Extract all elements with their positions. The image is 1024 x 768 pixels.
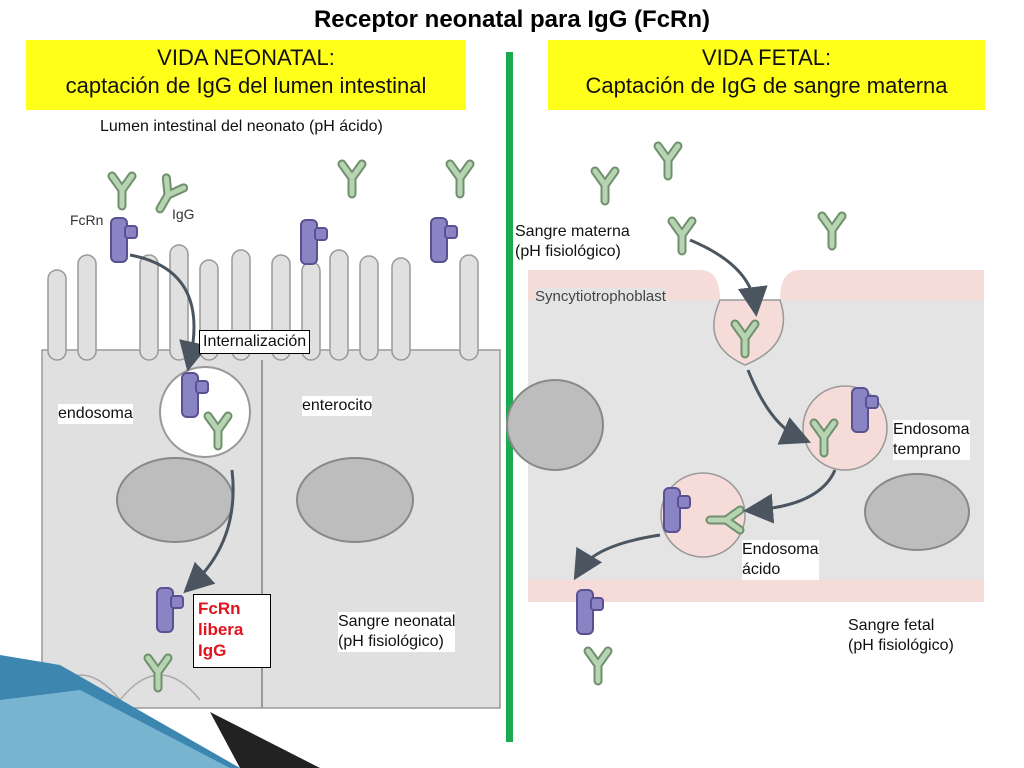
- neonatal-heading-line2: captación de IgG del lumen intestinal: [65, 73, 427, 98]
- nucleus: [116, 457, 234, 543]
- neonatal-blood-line1: Sangre neonatal: [338, 613, 456, 630]
- fetal-heading-line1: VIDA FETAL:: [701, 45, 832, 70]
- neonatal-blood-label: Sangre neonatal (pH fisiológico): [338, 612, 456, 652]
- maternal-blood-line1: Sangre materna: [515, 223, 630, 240]
- release-line2: libera: [198, 620, 244, 639]
- early-endosome-line2: temprano: [893, 441, 961, 458]
- release-line3: IgG: [198, 641, 227, 660]
- nucleus: [506, 379, 604, 471]
- fcrn-label: FcRn: [70, 212, 104, 228]
- acid-endosome-label: Endosoma ácido: [742, 540, 819, 580]
- page-title: Receptor neonatal para IgG (FcRn): [313, 6, 711, 33]
- fetal-heading: VIDA FETAL: Captación de IgG de sangre m…: [548, 40, 985, 110]
- fcrn-release-label: FcRn libera IgG: [193, 594, 271, 668]
- early-endosome-label: Endosoma temprano: [893, 420, 970, 460]
- panel-divider: [506, 52, 513, 742]
- early-endosome-line1: Endosoma: [893, 421, 970, 438]
- syncytiotrophoblast-label: Syncytiotrophoblast: [535, 288, 666, 305]
- release-line1: FcRn: [198, 599, 241, 618]
- igg-label: IgG: [172, 206, 195, 222]
- fetal-blood-label: Sangre fetal (pH fisiológico): [848, 616, 954, 656]
- lumen-label: Lumen intestinal del neonato (pH ácido): [100, 118, 383, 135]
- maternal-blood-label: Sangre materna (pH fisiológico): [515, 222, 630, 262]
- neonatal-heading: VIDA NEONATAL: captación de IgG del lume…: [26, 40, 466, 110]
- nucleus: [296, 457, 414, 543]
- fetal-blood-line2: (pH fisiológico): [848, 637, 954, 654]
- fetal-blood-line1: Sangre fetal: [848, 617, 935, 634]
- maternal-blood-line2: (pH fisiológico): [515, 243, 621, 260]
- acid-endosome-line1: Endosoma: [742, 541, 819, 558]
- acid-endosome-line2: ácido: [742, 561, 781, 578]
- enterocyte-label: enterocito: [302, 396, 373, 416]
- internalization-label: Internalización: [199, 330, 311, 354]
- fetal-heading-line2: Captación de IgG de sangre materna: [585, 73, 948, 98]
- neonatal-heading-line1: VIDA NEONATAL:: [157, 45, 335, 70]
- nucleus: [864, 473, 970, 551]
- neonatal-blood-line2: (pH fisiológico): [338, 633, 444, 650]
- endosome-label: endosoma: [58, 404, 133, 424]
